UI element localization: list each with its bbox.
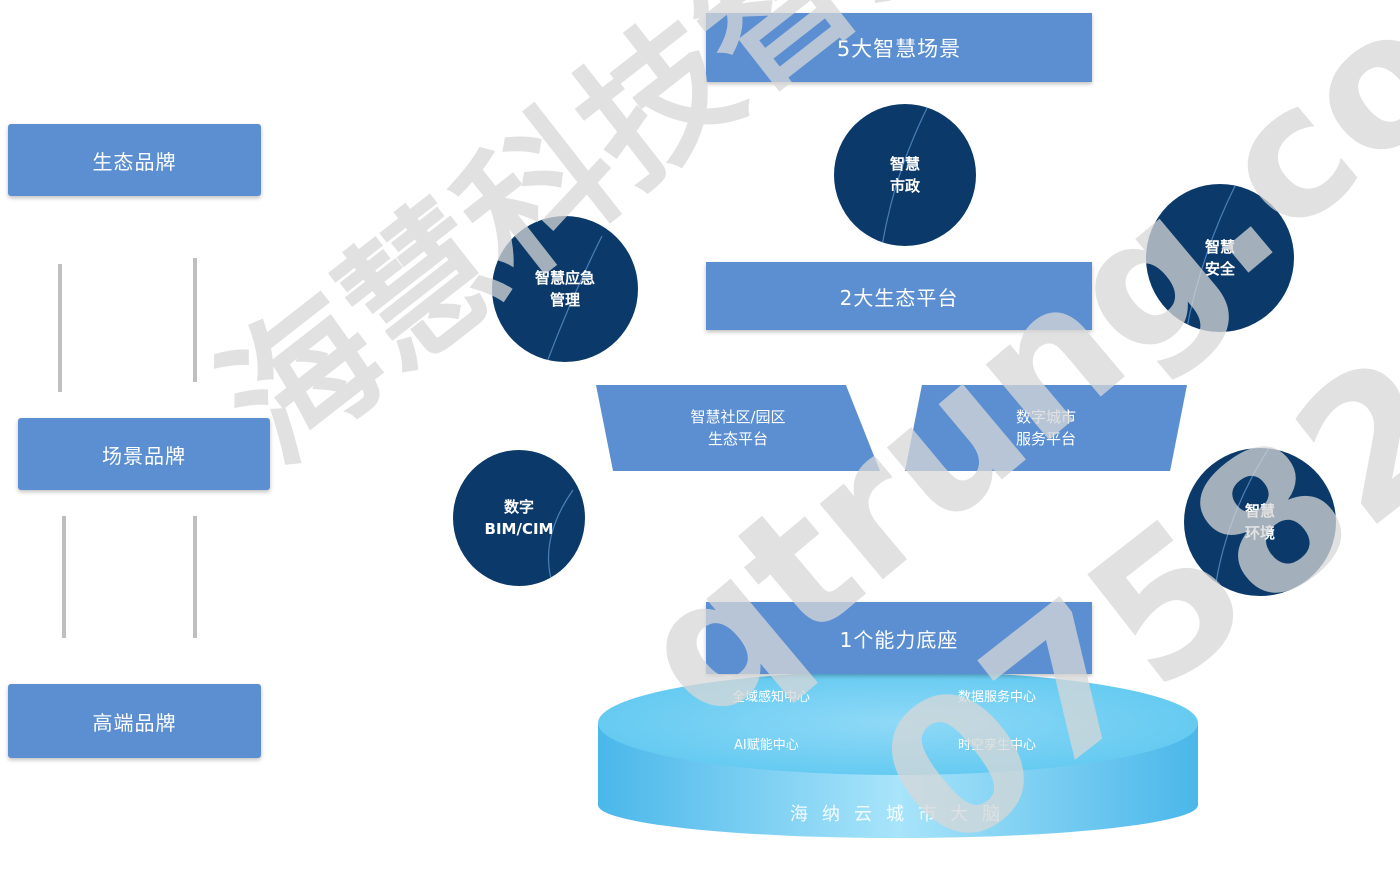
safety-line2: 安全 bbox=[1204, 260, 1235, 278]
city-service-line2: 服务平台 bbox=[1015, 430, 1076, 448]
down-arrow-line-1 bbox=[193, 258, 197, 382]
municipal-line2: 市政 bbox=[889, 177, 920, 195]
circle-municipal: 智慧 市政 bbox=[834, 104, 976, 246]
circle-safety: 智慧 安全 bbox=[1146, 184, 1294, 332]
premium-brand-box: 高端品牌 bbox=[8, 684, 261, 758]
premium-brand-label: 高端品牌 bbox=[92, 710, 177, 735]
municipal-line1: 智慧 bbox=[889, 155, 920, 173]
platforms-title: 2大生态平台 bbox=[839, 285, 959, 310]
eco-brand-label: 生态品牌 bbox=[92, 149, 177, 174]
community-line2: 生态平台 bbox=[707, 430, 768, 448]
community-line1: 智慧社区/园区 bbox=[690, 408, 786, 426]
ai-center-label: AI赋能中心 bbox=[734, 738, 799, 753]
platforms-title-box: 2大生态平台 bbox=[706, 262, 1092, 330]
circle-emergency: 智慧应急 管理 bbox=[492, 216, 638, 362]
city-service-platform-shape bbox=[905, 385, 1187, 471]
bim-line1: 数字 bbox=[503, 498, 534, 516]
emergency-line1: 智慧应急 bbox=[534, 269, 595, 287]
base-title-box: 1个能力底座 bbox=[706, 602, 1092, 674]
up-arrow-line-1 bbox=[58, 264, 62, 392]
city-service-platform: 数字城市 服务平台 bbox=[905, 385, 1187, 471]
circle-digital-bim: 数字 BIM/CIM bbox=[453, 450, 585, 586]
eco-brand-box: 生态品牌 bbox=[8, 124, 261, 196]
community-platform-shape bbox=[596, 385, 880, 471]
up-arrow-line-2 bbox=[62, 516, 66, 638]
scenarios-title: 5大智慧场景 bbox=[836, 36, 962, 61]
circle-arc-decoration bbox=[1213, 448, 1270, 596]
circle-arc-decoration bbox=[881, 104, 930, 246]
circle-arc-decoration bbox=[546, 235, 603, 362]
scene-brand-box: 场景品牌 bbox=[18, 418, 270, 490]
brain-label: 海纳云城市大脑 bbox=[790, 804, 1014, 825]
city-service-line1: 数字城市 bbox=[1015, 408, 1076, 426]
community-platform: 智慧社区/园区 生态平台 bbox=[596, 385, 880, 471]
environment-line2: 环境 bbox=[1244, 524, 1275, 542]
safety-line1: 智慧 bbox=[1204, 238, 1235, 256]
circle-arc-decoration bbox=[1185, 184, 1237, 332]
scenarios-title-box: 5大智慧场景 bbox=[706, 13, 1092, 82]
circle-arc-decoration bbox=[547, 489, 574, 586]
data-service-center-label: 数据服务中心 bbox=[958, 690, 1037, 705]
base-title: 1个能力底座 bbox=[839, 627, 959, 652]
twin-center-label: 时空孪生中心 bbox=[958, 738, 1037, 753]
down-arrow-line-2 bbox=[193, 516, 197, 638]
scene-brand-label: 场景品牌 bbox=[102, 443, 186, 468]
perception-center-label: 全域感知中心 bbox=[732, 690, 811, 705]
emergency-line2: 管理 bbox=[549, 291, 580, 309]
circle-environment: 智慧 环境 bbox=[1184, 448, 1336, 596]
environment-line1: 智慧 bbox=[1244, 502, 1275, 520]
brain-cylinder bbox=[598, 671, 1198, 838]
bim-line2: BIM/CIM bbox=[484, 520, 554, 538]
